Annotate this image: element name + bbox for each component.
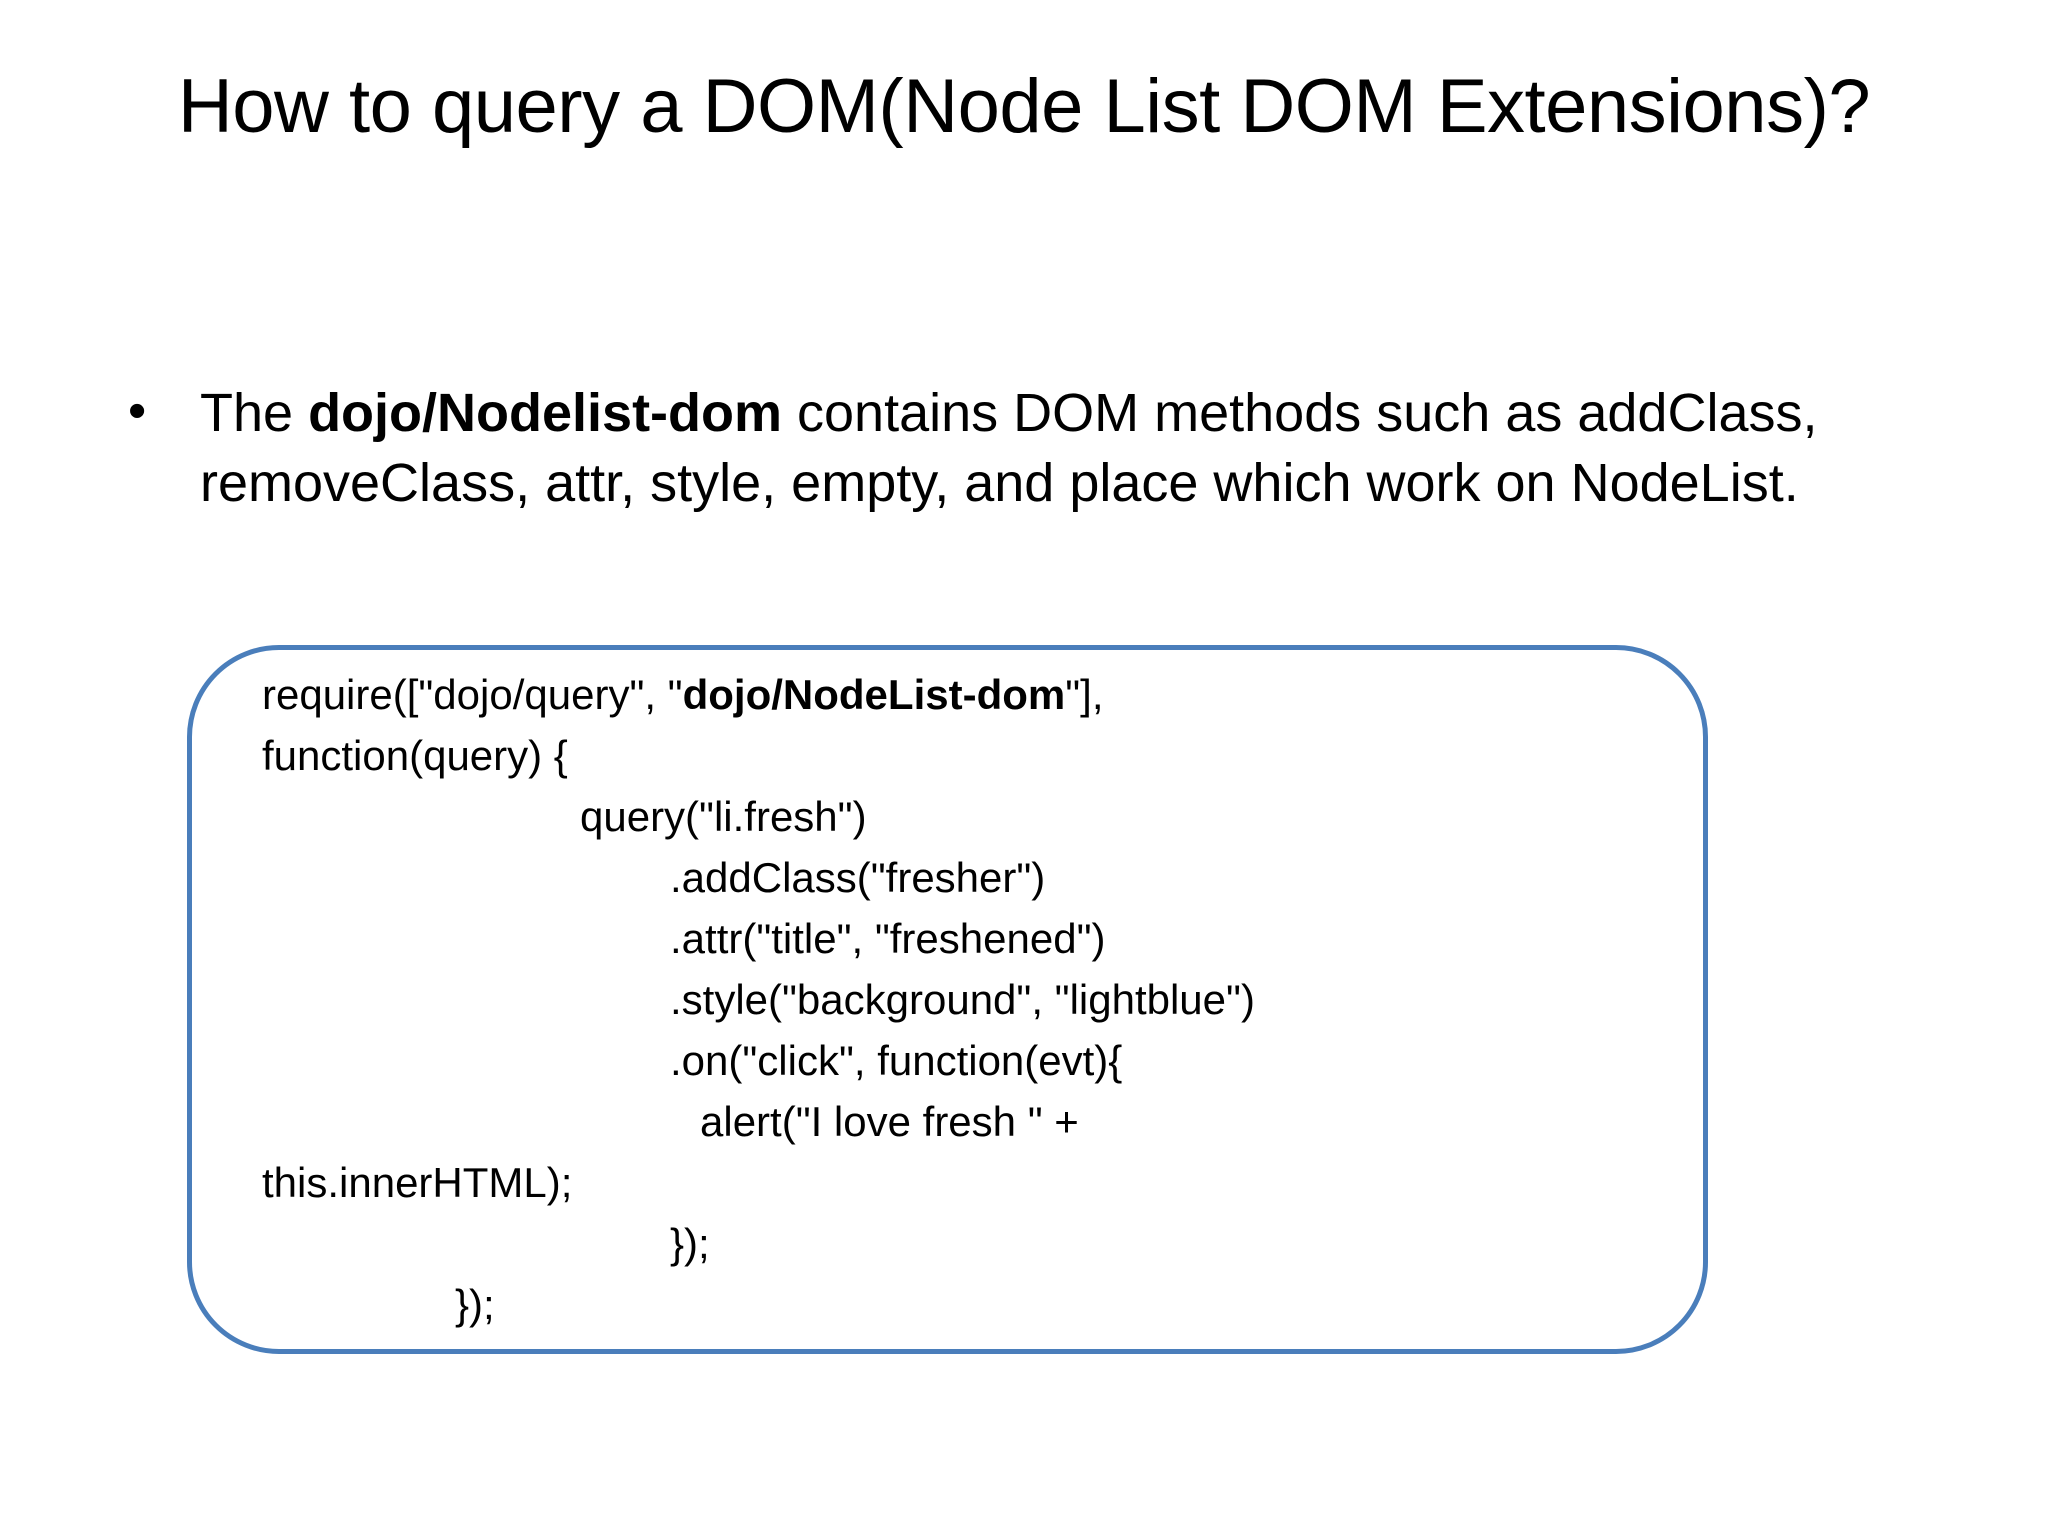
code-line: require(["dojo/query", "dojo/NodeList-do…: [190, 664, 1750, 725]
code-line: query("li.fresh"): [190, 786, 1750, 847]
code-line-text: this.innerHTML);: [262, 1159, 573, 1206]
code-line: .attr("title", "freshened"): [190, 908, 1750, 969]
page-title: How to query a DOM(Node List DOM Extensi…: [177, 64, 1871, 149]
code-line-text: });: [455, 1281, 495, 1328]
bullet-text-prefix: The: [200, 383, 309, 443]
code-line-text: .attr("title", "freshened"): [670, 915, 1106, 962]
code-line-text: query("li.fresh"): [580, 793, 867, 840]
bullet-text: The dojo/Nodelist-dom contains DOM metho…: [200, 378, 1838, 518]
code-line-emphasis: dojo/NodeList-dom: [682, 671, 1066, 718]
code-snippet: require(["dojo/query", "dojo/NodeList-do…: [190, 664, 1750, 1335]
code-line-text: require(["dojo/query", ": [262, 671, 683, 718]
code-line: .style("background", "lightblue"): [190, 969, 1750, 1030]
code-line-text: alert("I love fresh " +: [700, 1098, 1079, 1145]
list-item: • The dojo/Nodelist-dom contains DOM met…: [118, 378, 1838, 518]
code-line-text: });: [670, 1220, 710, 1267]
code-line-text: function(query) {: [262, 732, 568, 779]
code-line-text: .on("click", function(evt){: [670, 1037, 1123, 1084]
bullet-text-bold-term: dojo/Nodelist-dom: [308, 383, 783, 443]
code-line-text: .style("background", "lightblue"): [670, 976, 1255, 1023]
code-line: .on("click", function(evt){: [190, 1030, 1750, 1091]
code-line: function(query) {: [190, 725, 1750, 786]
code-callout-box: [187, 645, 1708, 1354]
code-line: this.innerHTML);: [190, 1152, 1750, 1213]
code-line-text-tail: "],: [1065, 671, 1104, 718]
code-line: });: [190, 1274, 1750, 1335]
code-line: .addClass("fresher"): [190, 847, 1750, 908]
code-line: });: [190, 1213, 1750, 1274]
code-line: alert("I love fresh " +: [190, 1091, 1750, 1152]
bullet-list: • The dojo/Nodelist-dom contains DOM met…: [118, 378, 1838, 518]
bullet-marker-icon: •: [128, 382, 147, 440]
code-line-text: .addClass("fresher"): [670, 854, 1046, 901]
bullet-text-suffix: contains DOM methods such as addClass, r…: [200, 383, 1818, 514]
